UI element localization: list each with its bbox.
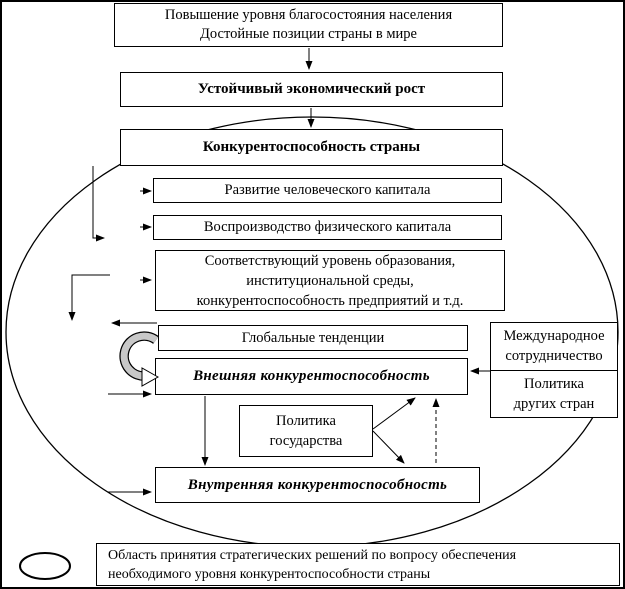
arrow-policy-to-internal xyxy=(372,430,405,464)
curl-arrow-icon xyxy=(119,331,160,387)
physical-capital-label: Воспроизводство физического капитала xyxy=(203,219,452,235)
state-policy-line1: Политика xyxy=(276,413,336,429)
country-competitiveness-label: Конкурентоспособность страны xyxy=(202,139,421,155)
arrow-left-elbow-down xyxy=(68,274,110,321)
legend-line1: Область принятия стратегических решений … xyxy=(108,547,517,563)
global-trends-box: Глобальные тенденции xyxy=(158,325,468,351)
education-line1: Соответствующий уровень образования, xyxy=(204,252,456,269)
education-box: Соответствующий уровень образования, инс… xyxy=(155,250,505,311)
physical-capital-box: Воспроизводство физического капитала xyxy=(153,215,502,240)
legend-ellipse-icon xyxy=(19,552,71,580)
country-competitiveness-box: Конкурентоспособность страны xyxy=(120,129,503,166)
goal-line1: Повышение уровня благосостояния населени… xyxy=(164,7,453,23)
other-states-policy-cell: Политика других стран xyxy=(491,369,617,418)
human-capital-label: Развитие человеческого капитала xyxy=(224,182,431,198)
global-trends-label: Глобальные тенденции xyxy=(241,329,385,346)
international-line2: сотрудничество xyxy=(505,348,603,365)
legend-box: Область принятия стратегических решений … xyxy=(96,543,620,586)
internal-competitiveness-label: Внутренняя конкурентоспособность xyxy=(187,476,448,493)
human-capital-box: Развитие человеческого капитала xyxy=(153,178,502,203)
growth-box: Устойчивый экономический рост xyxy=(120,72,503,107)
arrow-policy-to-external xyxy=(372,397,416,430)
other-states-line1: Политика xyxy=(524,375,584,392)
international-cooperation-cell: Международное сотрудничество xyxy=(491,323,617,370)
external-competitiveness-label: Внешняя конкурентоспособность xyxy=(193,368,430,384)
international-box: Международное сотрудничество Политика др… xyxy=(490,322,618,418)
other-states-line2: других стран xyxy=(513,395,595,412)
legend-line2: необходимого уровня конкурентоспособност… xyxy=(108,566,431,582)
international-line1: Международное xyxy=(503,328,605,345)
goal-box: Повышение уровня благосостояния населени… xyxy=(114,3,503,47)
education-line3: конкурентоспособность предприятий и т.д. xyxy=(196,292,464,309)
education-line2: институциональной среды, xyxy=(246,272,414,289)
state-policy-line2: государства xyxy=(269,433,343,449)
goal-line2: Достойные позиции страны в мире xyxy=(200,26,417,42)
external-competitiveness-box: Внешняя конкурентоспособность xyxy=(155,358,468,395)
internal-competitiveness-box: Внутренняя конкурентоспособность xyxy=(155,467,480,503)
arrow-left-drop xyxy=(92,166,105,242)
state-policy-box: Политика государства xyxy=(239,405,373,457)
growth-label: Устойчивый экономический рост xyxy=(197,81,426,97)
